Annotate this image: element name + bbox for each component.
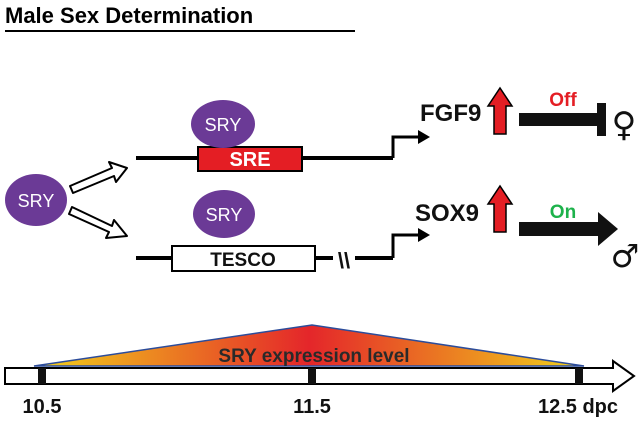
state-off-label: Off <box>549 90 577 111</box>
hollow-arrow-up <box>69 161 128 194</box>
up-arrow-sox9 <box>486 184 514 233</box>
sry-label-upper: SRY <box>205 115 242 135</box>
timeline-tick-10-5 <box>38 368 46 384</box>
male-symbol: ♂ <box>611 237 640 275</box>
timeline-tick-12-5 <box>575 368 583 384</box>
gene-sox9-label: SOX9 <box>415 200 479 227</box>
timeline-label-12-5: 12.5 dpc <box>538 396 618 418</box>
tesco-label: TESCO <box>210 250 275 271</box>
up-arrow-fgf9 <box>486 86 514 135</box>
promoter-arrowhead-upper <box>418 130 430 144</box>
dna-break-mark: \\ <box>338 248 350 273</box>
sry-label-lower: SRY <box>206 205 243 225</box>
expression-level-triangle <box>33 324 585 367</box>
sre-label: SRE <box>229 149 270 171</box>
promoter-arrow-upper <box>391 135 418 158</box>
state-on-label: On <box>550 202 576 223</box>
promoter-arrowhead-lower <box>418 228 430 242</box>
timeline-label-10-5: 10.5 <box>23 396 62 418</box>
timeline-arrow <box>4 359 636 393</box>
expression-level-label: SRY expression level <box>218 346 409 367</box>
activation-arrowhead <box>598 212 618 246</box>
timeline-label-11-5: 11.5 <box>293 396 331 418</box>
page-title: Male Sex Determination <box>5 3 253 28</box>
sry-protein-upper <box>191 100 255 148</box>
sre-box <box>197 146 303 172</box>
sry-label-left: SRY <box>18 191 55 211</box>
inhibition-bar <box>519 113 597 126</box>
inhibition-cap <box>597 103 606 136</box>
tesco-box <box>171 245 316 272</box>
promoter-arrow-lower <box>391 233 418 258</box>
gene-fgf9-label: FGF9 <box>420 100 481 127</box>
sry-protein-lower <box>193 190 255 238</box>
activation-bar <box>519 222 599 236</box>
timeline-tick-11-5 <box>308 368 316 384</box>
hollow-arrow-down <box>68 206 128 239</box>
female-symbol: ♀ <box>612 105 637 145</box>
sry-protein-left <box>5 174 67 226</box>
